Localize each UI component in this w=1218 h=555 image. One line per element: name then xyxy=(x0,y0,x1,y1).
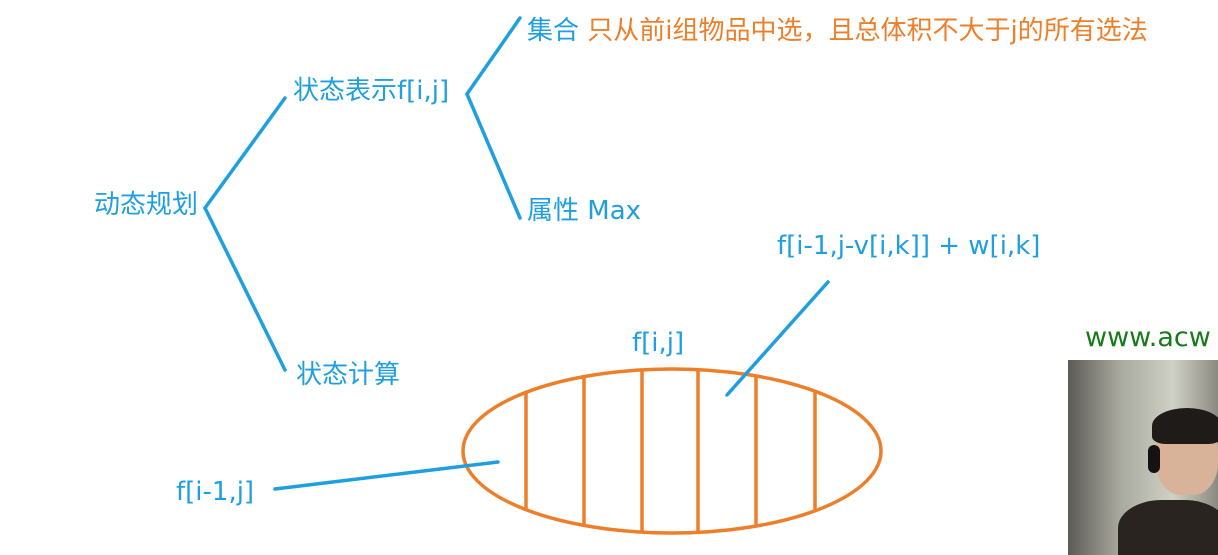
webcam-person-body xyxy=(1118,500,1218,555)
webcam-overlay xyxy=(1068,360,1218,555)
webcam-person-hair xyxy=(1152,408,1218,444)
watermark-url: www.acw xyxy=(1085,322,1211,353)
root-brace xyxy=(203,96,287,372)
state-representation-label: 状态表示f[i,j] xyxy=(293,76,450,106)
state-representation-brace xyxy=(465,16,522,220)
set-description: 只从前i组物品中选，且总体积不大于j的所有选法 xyxy=(587,16,1148,46)
k-part-pointer xyxy=(725,280,830,397)
set-ellipse xyxy=(461,367,883,535)
left-part-pointer xyxy=(273,460,500,491)
state-computation-label: 状态计算 xyxy=(296,360,401,390)
set-row: 集合 只从前i组物品中选，且总体积不大于j的所有选法 xyxy=(527,18,1148,44)
headphone-icon xyxy=(1148,445,1160,473)
set-label: 集合 xyxy=(527,16,580,46)
left-part-label: f[i-1,j] xyxy=(176,477,255,507)
root-label: 动态规划 xyxy=(94,190,199,220)
ellipse-label: f[i,j] xyxy=(632,328,685,358)
attribute-label: 属性 Max xyxy=(527,196,642,226)
k-part-formula: f[i-1,j-v[i,k]] + w[i,k] xyxy=(777,231,1041,261)
